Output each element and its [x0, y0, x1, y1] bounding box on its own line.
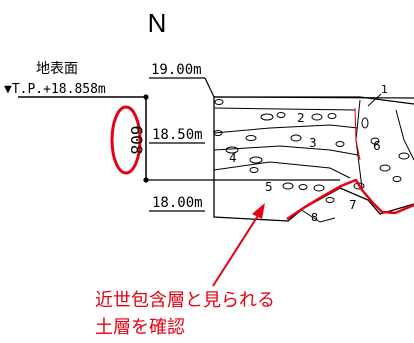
line-layer-2 — [213, 107, 356, 111]
top-layer-line — [213, 96, 414, 99]
red-internal-line — [354, 107, 361, 161]
line-layer-8 — [299, 208, 336, 223]
leader-layer-1 — [367, 93, 382, 107]
layer-number-7: 7 — [349, 198, 357, 212]
line-layer-4b — [213, 161, 351, 179]
layer-number-4: 4 — [229, 151, 237, 165]
depth-value-label: 608 — [127, 126, 146, 155]
north-label: N — [148, 8, 167, 38]
identified-layer-boundary — [286, 178, 414, 221]
layer-number-6: 6 — [373, 139, 381, 153]
layer-number-5: 5 — [265, 180, 273, 194]
elevation-label-18: 18.00m — [152, 195, 203, 211]
elevation-line-19 — [204, 77, 215, 98]
line-layer-6-right — [395, 109, 414, 161]
elevation-label-18-50: 18.50m — [152, 127, 203, 143]
layer-number-3: 3 — [309, 136, 317, 150]
pebble-group — [213, 99, 410, 203]
ground-surface-label: 地表面 — [36, 61, 78, 77]
annotation-text-line-1: 近世包含層と見られる — [95, 290, 275, 311]
layer-number-8: 8 — [311, 211, 318, 224]
scale-dot-top — [143, 94, 149, 100]
annotation-arrow-line — [212, 213, 260, 287]
tp-label: ▼T.P.+18.858m — [4, 82, 106, 97]
line-layer-4 — [213, 145, 359, 156]
annotation-arrow-head — [252, 203, 265, 219]
line-layer-3 — [213, 124, 359, 134]
layer-number-2: 2 — [297, 111, 305, 125]
layer-number-1: 1 — [381, 83, 388, 96]
annotation-text-line-2: 土層を確認 — [95, 317, 185, 338]
depth-highlight-ellipse — [110, 105, 142, 175]
elevation-label-19: 19.00m — [151, 62, 202, 78]
